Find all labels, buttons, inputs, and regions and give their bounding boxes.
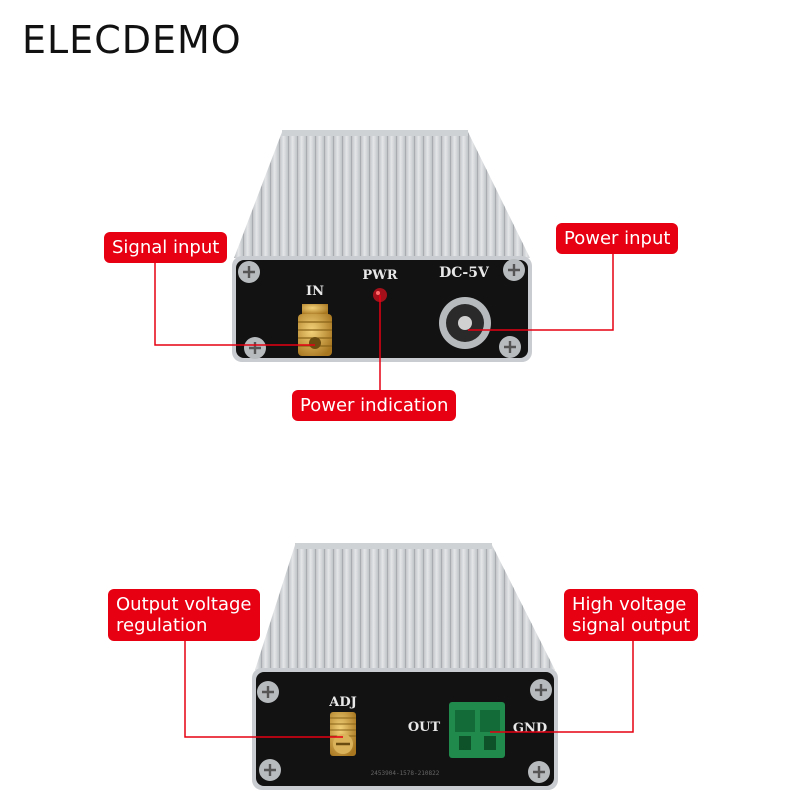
- potentiometer-icon: [330, 712, 356, 756]
- callout-line-power-input: [468, 251, 614, 331]
- callout-line-high-voltage-output: [490, 637, 634, 733]
- screw-icon: [257, 681, 279, 703]
- bottom-enclosure-body: [255, 545, 555, 670]
- callout-line-output-voltage: [184, 637, 343, 738]
- panel-label-gnd: GND: [513, 721, 547, 736]
- callout-signal-input: Signal input: [104, 232, 228, 263]
- screw-icon: [244, 337, 266, 359]
- screw-icon: [530, 679, 552, 701]
- svg-text:2453904-1578-210822: 2453904-1578-210822: [371, 770, 440, 777]
- brand-logo-text: ELECDEMO: [22, 18, 242, 62]
- callout-output-voltage-regulation: Output voltage regulation: [108, 589, 260, 641]
- panel-label-out: OUT: [408, 720, 441, 735]
- screw-icon: [528, 761, 550, 783]
- screw-icon: [259, 759, 281, 781]
- bottom-device: ADJ OUT GND 2453904-1578-210822: [184, 543, 634, 790]
- screw-icon: [499, 336, 521, 358]
- callout-high-voltage-signal-output: High voltage signal output: [564, 589, 699, 641]
- terminal-block-icon: [449, 702, 505, 758]
- screw-icon: [238, 261, 260, 283]
- panel-label-pwr: PWR: [362, 268, 397, 283]
- callout-power-input: Power input: [556, 223, 679, 254]
- panel-label-in: IN: [306, 284, 324, 299]
- bottom-end-panel: [256, 672, 554, 786]
- callout-line-signal-input: [154, 262, 315, 346]
- top-device: IN PWR DC-5V: [154, 130, 614, 390]
- panel-label-dc: DC-5V: [439, 265, 490, 281]
- callout-power-indication: Power indication: [292, 390, 457, 421]
- panel-label-adj: ADJ: [328, 695, 357, 710]
- dc-power-jack-icon: [439, 297, 491, 349]
- sma-connector-icon: [298, 304, 332, 356]
- screw-icon: [503, 259, 525, 281]
- top-enclosure-body: [234, 132, 530, 258]
